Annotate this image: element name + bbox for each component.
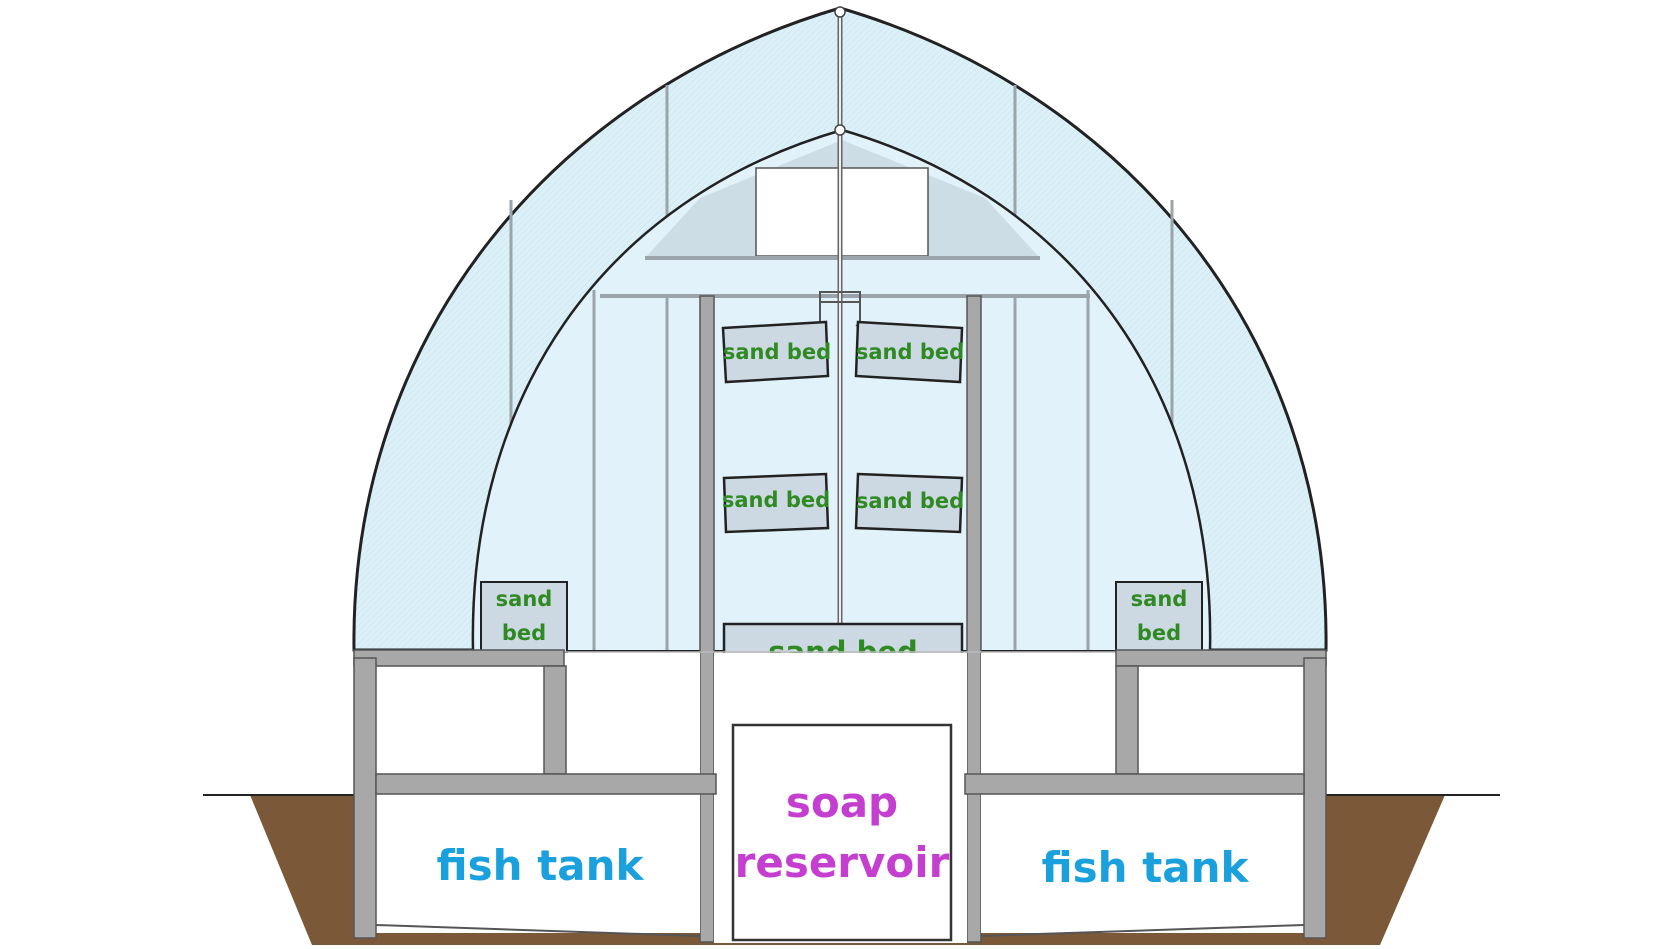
sand-bed-label: sand bed	[856, 489, 964, 513]
soap-reservoir-label-line2: reservoir	[735, 838, 950, 887]
sand-bed-label: sand bed	[722, 488, 830, 512]
sand-bed-upper-right: sand bed	[854, 320, 964, 384]
sand-bed-label: sand bed	[856, 340, 964, 364]
fish-tank-right-label: fish tank	[1042, 843, 1250, 892]
sand-bed-side-right: sand bed	[1115, 581, 1203, 654]
bench-frame	[353, 649, 1327, 939]
sand-bed-label-line2: bed	[1137, 621, 1181, 645]
sand-bed-mid-left: sand bed	[722, 472, 830, 534]
sand-bed-label-line2: bed	[502, 621, 546, 645]
sand-bed-upper-left: sand bed	[721, 320, 831, 384]
central-mast	[834, 6, 846, 680]
sand-bed-mid-right: sand bed	[854, 472, 964, 534]
fish-tank-left-label: fish tank	[437, 841, 645, 890]
pipe-fitting	[819, 291, 861, 322]
tank-bottom-lines	[375, 924, 1305, 937]
soap-reservoir-label-line1: soap	[786, 778, 898, 827]
sand-bed-label: sand bed	[723, 340, 831, 364]
sand-bed-side-left: sand bed	[480, 581, 568, 654]
sand-bed-label-line1: sand	[1131, 587, 1188, 611]
sand-bed-label-line1: sand	[496, 587, 553, 611]
inner-ribs	[592, 290, 1090, 650]
soap-reservoir: soap reservoir	[731, 723, 953, 942]
